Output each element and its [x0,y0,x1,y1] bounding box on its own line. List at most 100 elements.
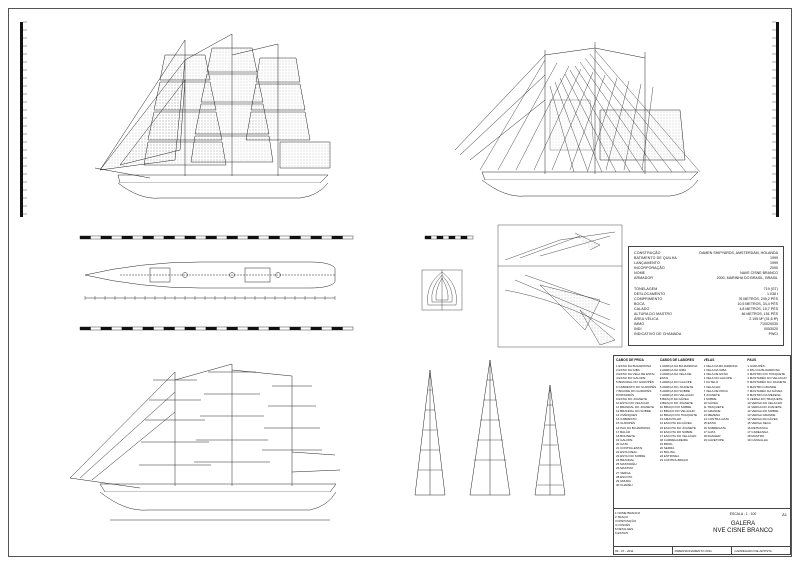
legend-item: 7 ADRIÇA DO VELACHO [659,392,694,397]
legend-item: 15 ESTAI [703,421,717,426]
spec-value: 1999 [770,256,778,261]
brace-line [479,59,546,171]
legend-item: 20 SERRA [659,445,675,450]
scale-segment [174,235,186,240]
scale-segment [195,235,207,240]
legend-item: 10 VERGA DO VELACHO [747,400,783,405]
scale-segment [448,235,456,240]
legend-item: 4 ADRIÇA DO GALOPE [659,380,692,385]
legend-column-header: CABOS DE LABORES [659,358,695,362]
scale-segment [342,235,354,240]
scale-segment [247,235,259,240]
scale-segment [90,326,102,331]
spec-value: PWCI [768,332,778,337]
spec-value: 2000 [770,266,778,271]
scale-segment [111,326,123,331]
spec-label: IMMO [634,322,645,327]
scale-segment [321,235,333,240]
scale-segment [184,235,196,240]
scale-segment [142,326,154,331]
spec-label: INCORPORAÇÃO [634,266,665,271]
spec-label: DESLOCAMENTO [634,291,666,296]
scale-label: ESCALA - 1 : 100 [729,512,757,516]
legend-item: 11 BRANDAL DO JOANETE [616,405,655,410]
legend-item: 13 VERGA GRANDE [747,413,776,418]
legend-item: 14 CABRESTO [616,417,637,422]
legend-item: 3 VELA DE ESTAI [703,372,728,377]
spec-value: 10,5 METROS, 34,4 PÉS [737,301,778,306]
scale-segment [310,235,322,240]
spec-label: LANÇAMENTO [634,261,660,266]
scale-bar-small [424,235,474,240]
legend-item: 4 ESTAI DO GALOPE [616,376,646,381]
legend-item: 10 GÁVEA [703,400,719,405]
legend-item: 29 AMURA [616,478,631,483]
spec-label: ALTURA DO MASTRO [634,312,673,317]
legend-item: 3 ADRIÇA DA VELA DE ESTAI [659,372,692,381]
legend-item: 21 BOLINA [659,450,675,455]
scale-segment [111,235,123,240]
scale-segment [153,235,165,240]
legend-item: 9 SOBRE [703,396,717,401]
legend-item: 14 ESCOTA DA GÁVEA [659,421,692,426]
scale-segment [300,326,312,331]
spec-value: DAMEN SHIPYARDS, AMSTERDAM, HOLANDA [699,251,778,255]
spec-value: 2000, MARINHA DO BRASIL, BRASIL [716,276,778,281]
mast-elevations [414,359,566,496]
spec-label: TONELAGEM [634,286,658,291]
scale-segment [331,326,343,331]
legend-item: 8 BRAÇO DA GÁVEA [659,396,689,401]
legend-item: 16 SOBREGATA [703,425,726,430]
legend-item: 14 VERGA DA GÁVEA [747,417,778,422]
footer-author: CARREGADO DE ARTISTA [734,549,772,553]
scale-segment [321,326,333,331]
scale-segment [300,235,312,240]
legend-item: 18 MASTRO [747,433,765,438]
legend-item: 18 CARREGADEIRA [659,437,688,442]
legend-item: 4 VELA DO GALOPE [703,376,733,381]
scale-segment [121,235,133,240]
legend-item: 22 ESTRINGA [659,454,680,459]
drawing-title-line2: NVE CISNE BRANCO [713,528,773,534]
scale-segment [268,326,280,331]
legend-item: 23 CONTRA-BRAÇO [659,458,689,463]
scale-segment [442,235,450,240]
legend-item: 17 BALÃO [616,429,631,434]
legend-item: 22 ESTAI REAL [616,450,638,455]
ship-rigging-view [454,42,701,197]
scale-segment [153,326,165,331]
legend-item: 23 ESTAI DO SOBRE [616,454,646,459]
title-block-row: 2 TRAÇO [615,515,628,519]
legend-item: 9 ESTAI DO JOANETE [616,396,647,401]
legend-item: 1 VELA DA BUJARRONA [703,364,738,369]
legend-item: 13 MEZENA [703,413,721,418]
legend-item: 2 ADRIÇA DA GIBA [659,368,687,373]
spec-row: INCORPORAÇÃO 2000 [634,266,778,271]
footer-date: 09 - 07 - 2011 [613,547,673,555]
deck-plan-view [84,261,336,300]
spec-label: NOME [634,271,646,276]
legend-item: 11 BRAÇO DO VELACHO [659,409,695,414]
scale-segment [79,235,91,240]
scale-segment [424,235,432,240]
spec-label: CALADO [634,306,650,311]
legend-column-header: CABOS DE PROA [616,358,644,362]
legend-item: 8 MASTRO DA MEZENA [747,392,781,397]
right-ruler [772,21,779,217]
scale-segment [289,235,301,240]
legend-item: 5 ADRIÇA DO JOANETE [659,384,694,389]
spec-label: INDI [634,327,642,332]
scale-segment [132,235,144,240]
